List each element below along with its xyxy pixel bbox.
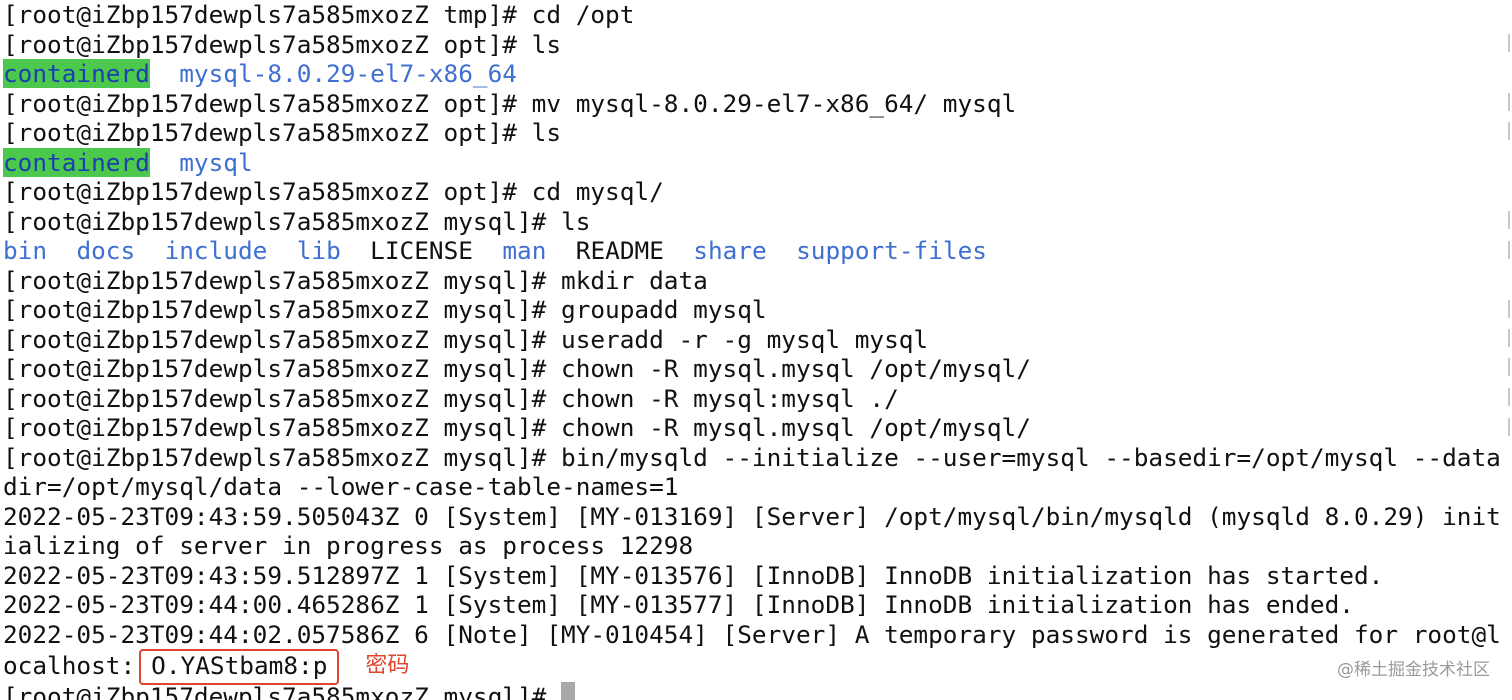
password-highlight-box[interactable]: O.YAStbam8:p xyxy=(139,649,340,685)
text-cursor xyxy=(561,682,576,700)
ls-entry-dir: man xyxy=(502,236,547,265)
edge-mark xyxy=(1508,329,1510,347)
edge-mark xyxy=(1508,34,1510,52)
terminal-line: ializing of server in progress as proces… xyxy=(3,531,694,560)
terminal-line: [root@iZbp157dewpls7a585mxozZ mysql]# ch… xyxy=(3,354,1031,383)
terminal-line: 2022-05-23T09:44:02.057586Z 6 [Note] [MY… xyxy=(3,619,1501,649)
terminal-line: [root@iZbp157dewpls7a585mxozZ mysql]# ch… xyxy=(3,413,1031,442)
terminal-line: [root@iZbp157dewpls7a585mxozZ opt]# ls xyxy=(3,29,562,59)
edge-mark xyxy=(1508,358,1510,376)
terminal-line: [root@iZbp157dewpls7a585mxozZ opt]# ls xyxy=(3,118,562,147)
terminal-line: [root@iZbp157dewpls7a585mxozZ mysql]# bi… xyxy=(3,442,1501,472)
password-line: ocalhost: O.YAStbam8:p 密码 xyxy=(3,649,1508,685)
edge-mark xyxy=(1508,122,1510,140)
ls-output-mysql: bin docs include lib LICENSE man README … xyxy=(3,236,1508,266)
current-prompt-line[interactable]: [root@iZbp157dewpls7a585mxozZ mysql]# xyxy=(3,682,1508,700)
terminal-line: [root@iZbp157dewpls7a585mxozZ mysql]# us… xyxy=(3,324,929,354)
terminal-line: [root@iZbp157dewpls7a585mxozZ mysql]# ls xyxy=(3,206,591,236)
terminal-line: [root@iZbp157dewpls7a585mxozZ mysql]# mk… xyxy=(3,265,708,295)
shell-prompt: [root@iZbp157dewpls7a585mxozZ mysql]# xyxy=(3,682,562,700)
scroll-edge-marks xyxy=(1507,0,1510,700)
ls-entry-dir: bin xyxy=(3,236,48,265)
terminal-line: [root@iZbp157dewpls7a585mxozZ mysql]# gr… xyxy=(3,295,767,324)
ls-entry-dir: docs xyxy=(76,236,136,265)
terminal-line: [root@iZbp157dewpls7a585mxozZ mysql]# ch… xyxy=(3,383,899,413)
terminal-line: 2022-05-23T09:43:59.505043Z 0 [System] [… xyxy=(3,501,1501,531)
terminal-line: dir=/opt/mysql/data --lower-case-table-n… xyxy=(3,472,679,501)
temporary-password[interactable]: O.YAStbam8:p xyxy=(151,651,328,680)
ls-entry-file: LICENSE xyxy=(370,236,473,265)
password-annotation: 密码 xyxy=(365,653,410,678)
terminal-line: [root@iZbp157dewpls7a585mxozZ opt]# mv m… xyxy=(3,88,1017,118)
ls-entry-dir: mysql xyxy=(179,147,253,177)
ls-entry-dir: support-files xyxy=(796,236,987,265)
ls-entry-highlighted: containerd xyxy=(3,147,150,177)
edge-mark xyxy=(1508,93,1510,111)
ls-entry-dir: share xyxy=(693,236,767,265)
ls-output-opt-2: containerd mysql xyxy=(3,147,1508,178)
edge-mark xyxy=(1508,300,1510,318)
password-prefix: ocalhost: xyxy=(3,651,136,680)
terminal-line: 2022-05-23T09:43:59.512897Z 1 [System] [… xyxy=(3,560,1384,590)
terminal-line: 2022-05-23T09:44:00.465286Z 1 [System] [… xyxy=(3,590,1354,619)
terminal-line: [root@iZbp157dewpls7a585mxozZ opt]# cd m… xyxy=(3,177,664,206)
edge-mark xyxy=(1508,241,1510,259)
edge-mark xyxy=(1508,388,1510,406)
ls-entry-file: README xyxy=(575,236,664,265)
terminal-line: [root@iZbp157dewpls7a585mxozZ tmp]# cd /… xyxy=(3,0,635,29)
ls-entry-dir: include xyxy=(164,236,268,265)
watermark: @稀土掘金技术社区 xyxy=(1337,660,1490,680)
edge-mark xyxy=(1508,418,1510,436)
edge-mark xyxy=(1508,211,1510,229)
ls-output-opt-1: containerd mysql-8.0.29-el7-x86_64 xyxy=(3,59,1508,89)
terminal-window[interactable]: [root@iZbp157dewpls7a585mxozZ tmp]# cd /… xyxy=(3,0,1508,700)
ls-entry-highlighted: containerd xyxy=(3,59,150,88)
ls-entry-dir: mysql-8.0.29-el7-x86_64 xyxy=(179,59,517,88)
ls-entry-dir: lib xyxy=(296,236,341,265)
